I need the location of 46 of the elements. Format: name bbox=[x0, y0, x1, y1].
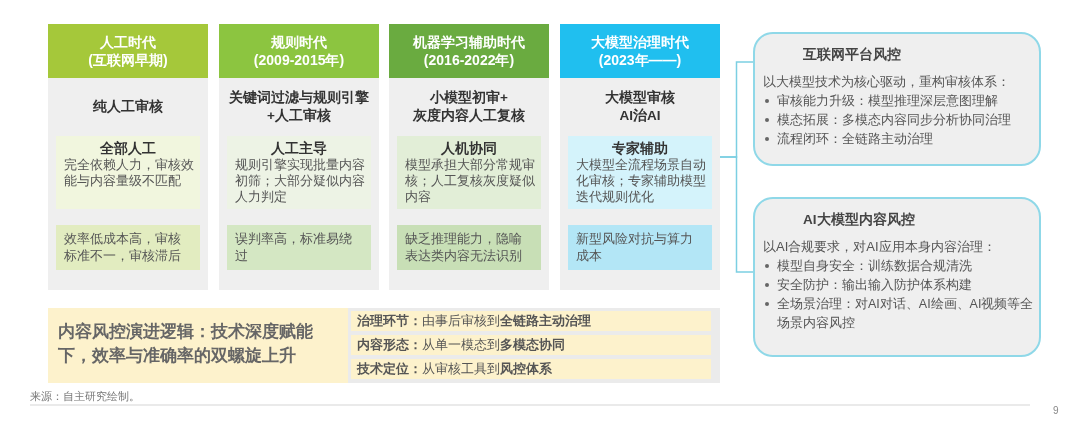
bullet-text: 模态拓展：多模态内容同步分析协同治理 bbox=[777, 112, 1012, 129]
logic-row: 技术定位：从审核工具到风控体系 bbox=[351, 359, 711, 379]
bullet-text: 审核能力升级：模型推理深层意图理解 bbox=[777, 93, 999, 110]
detail-text: 模型承担大部分常规审核；人工复核灰度疑似内容 bbox=[405, 157, 535, 205]
logic-banner bbox=[48, 308, 720, 383]
detail-box bbox=[568, 136, 712, 209]
detail-text: 大模型全流程场景自动化审核；专家辅助模型迭代规则优化 bbox=[576, 157, 706, 205]
detail-text: 规则引擎实现批量内容初筛；大部分疑似内容人力判定 bbox=[235, 157, 365, 205]
era-subtitle: 关键词过滤与规则引擎 +人工审核 bbox=[228, 89, 370, 125]
era-header: 人工时代 (互联网早期) bbox=[48, 24, 208, 78]
risk-card bbox=[753, 32, 1041, 166]
page-number: 9 bbox=[1053, 405, 1059, 416]
detail-title: 专家辅助 bbox=[611, 141, 669, 157]
problem-box: 新型风险对抗与算力成本 bbox=[568, 225, 712, 270]
risk-card bbox=[753, 197, 1041, 357]
problem-box: 效率低成本高，审核标准不一，审核滞后 bbox=[56, 225, 200, 270]
source-note: 来源：自主研究绘制。 bbox=[30, 389, 140, 404]
card-title: 互联网平台风控 bbox=[803, 46, 901, 64]
era-column bbox=[389, 24, 549, 290]
card-title: AI大模型内容风控 bbox=[803, 211, 915, 229]
bullet-text: 全场景治理：对AI对话、AI绘画、AI视频等全场景内容风控 bbox=[777, 296, 1035, 332]
bullet-text: 模型自身安全：训练数据合规清洗 bbox=[777, 258, 973, 275]
banner-text: 内容风控演进逻辑：技术深度赋能下，效率与准确率的双螺旋上升 bbox=[58, 321, 314, 367]
era-header: 机器学习辅助时代 (2016-2022年) bbox=[389, 24, 549, 78]
detail-box bbox=[397, 136, 541, 209]
logic-row: 内容形态：从单一模态到多模态协同 bbox=[351, 335, 711, 355]
logic-row: 治理环节：由事后审核到全链路主动治理 bbox=[351, 311, 711, 331]
era-subtitle: 小模型初审+ 灰度内容人工复核 bbox=[412, 89, 526, 125]
problem-box: 误判率高，标准易绕过 bbox=[227, 225, 371, 270]
detail-title: 人工主导 bbox=[270, 141, 328, 157]
era-column bbox=[219, 24, 379, 290]
card-text: 以大模型技术为核心驱动，重构审核体系： bbox=[763, 73, 1011, 91]
card-text: 以AI合规要求，对AI应用本身内容治理： bbox=[763, 238, 997, 256]
era-header: 大模型治理时代 (2023年——) bbox=[560, 24, 720, 78]
bullet-text: 安全防护：输出输入防护体系构建 bbox=[777, 277, 973, 294]
era-column bbox=[560, 24, 720, 290]
connector-line bbox=[719, 156, 754, 273]
era-column bbox=[48, 24, 208, 290]
era-header: 规则时代 (2009-2015年) bbox=[219, 24, 379, 78]
detail-text: 完全依赖人力，审核效能与内容量级不匹配 bbox=[64, 157, 194, 189]
bullet-text: 流程闭环：全链路主动治理 bbox=[777, 131, 934, 148]
era-subtitle: 纯人工审核 bbox=[92, 98, 164, 116]
problem-box: 缺乏推理能力，隐喻表达类内容无法识别 bbox=[397, 225, 541, 270]
detail-title: 人机协同 bbox=[440, 141, 498, 157]
era-subtitle: 大模型审核 AI治AI bbox=[604, 89, 676, 125]
detail-title: 全部人工 bbox=[99, 141, 157, 157]
